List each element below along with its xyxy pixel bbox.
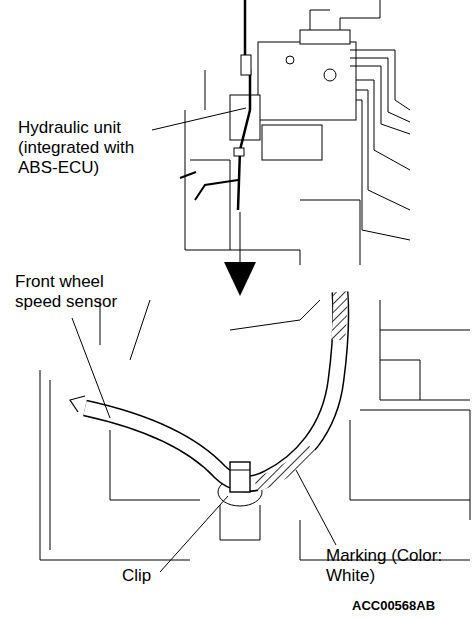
marking-band xyxy=(338,292,340,340)
sensor-cable xyxy=(70,292,341,485)
part-label: Clip xyxy=(122,566,182,586)
leader-line xyxy=(152,108,246,130)
detail-background xyxy=(40,300,470,560)
part-label: Hydraulic unit (integrated with ABS-ECU) xyxy=(18,118,160,178)
clip xyxy=(230,462,250,492)
part-label: Front wheel speed sensor xyxy=(15,272,131,312)
figure-code: ACC00568AB xyxy=(352,598,462,613)
part-label: Marking (Color: White) xyxy=(326,546,446,586)
leader-lines xyxy=(72,318,336,572)
hydraulic-unit-overview xyxy=(180,0,410,265)
view-pointer xyxy=(224,262,256,296)
marking-band xyxy=(256,448,312,485)
